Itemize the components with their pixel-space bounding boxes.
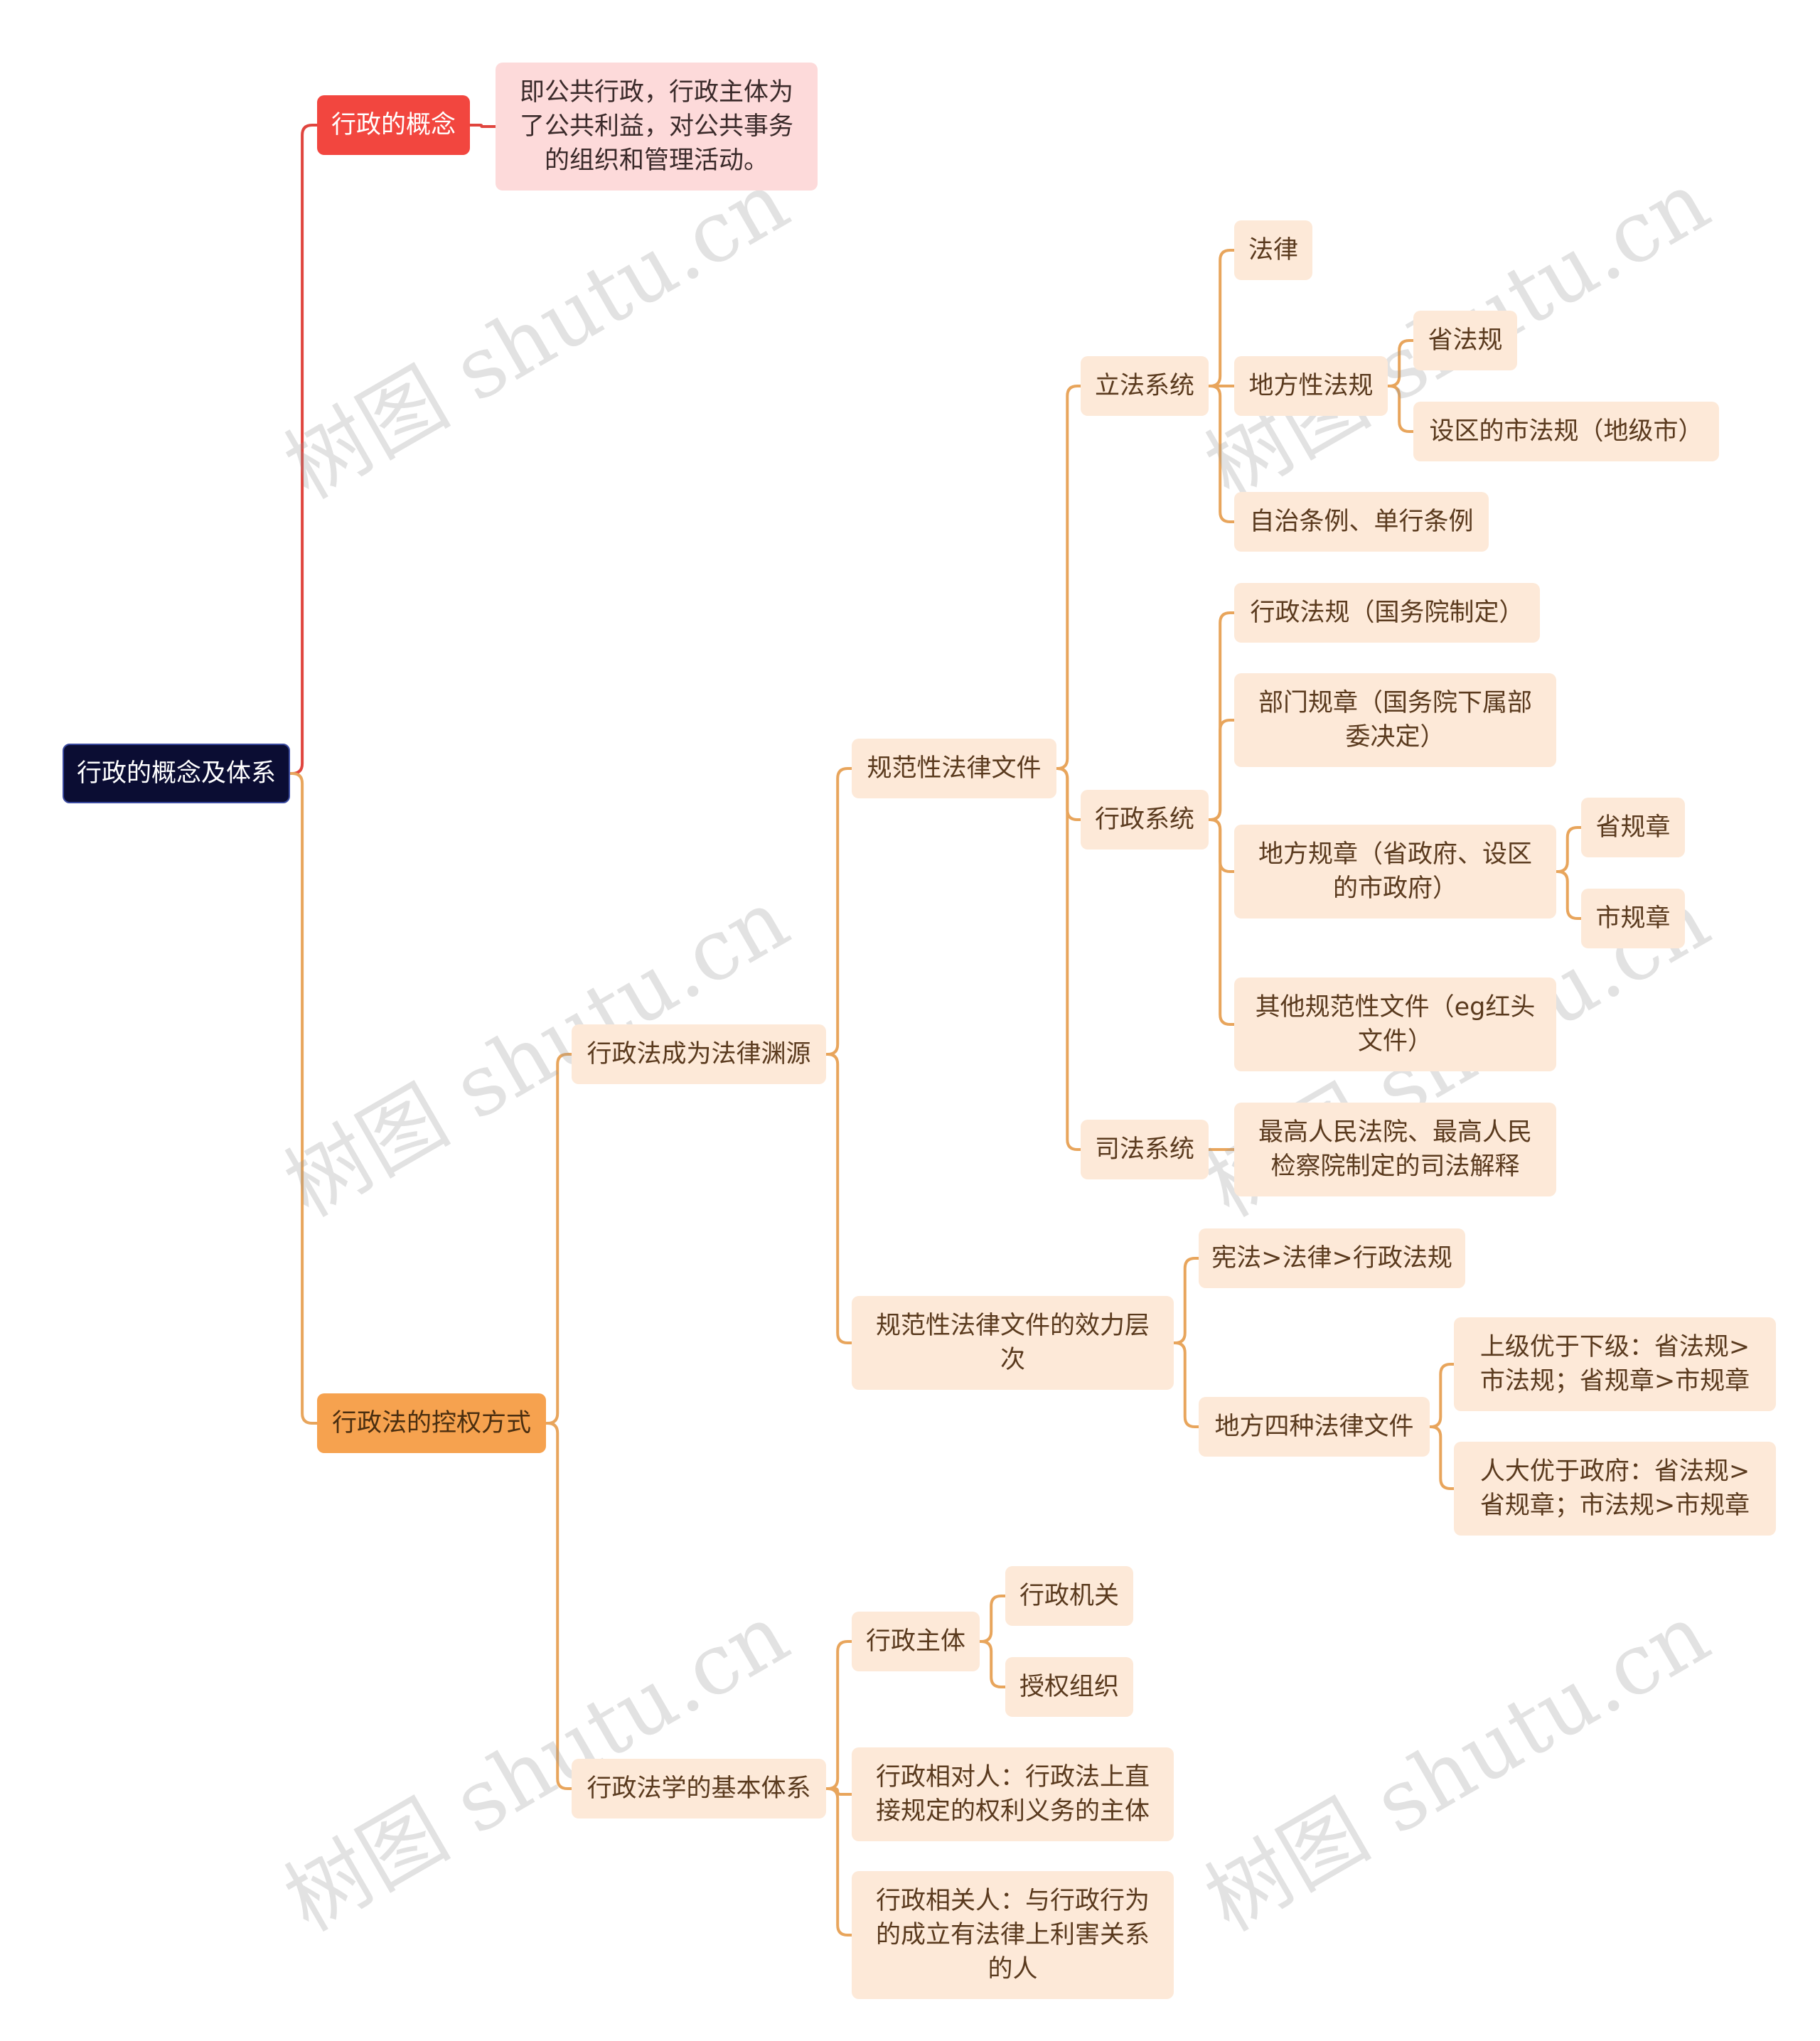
judicial-interp-node[interactable]: 最高人民法院、最高人民 检察院制定的司法解释 bbox=[1234, 1103, 1556, 1196]
system-node[interactable]: 行政法学的基本体系 bbox=[572, 1759, 826, 1818]
subject-node[interactable]: 行政主体 bbox=[852, 1612, 980, 1671]
city-regulation-node[interactable]: 设区的市法规（地级市） bbox=[1413, 402, 1719, 461]
judicial-node[interactable]: 司法系统 bbox=[1081, 1120, 1209, 1179]
connector-administrative-node-to-other-docs-node bbox=[1209, 818, 1234, 1026]
control-node[interactable]: 行政法的控权方式 bbox=[317, 1393, 546, 1453]
concept-node[interactable]: 行政的概念 bbox=[317, 95, 470, 155]
connector-system-node-to-subject-node bbox=[826, 1640, 852, 1790]
legislative-node[interactable]: 立法系统 bbox=[1081, 356, 1209, 416]
administrative-node[interactable]: 行政系统 bbox=[1081, 790, 1209, 850]
connector-subject-node-to-organ-node bbox=[980, 1595, 1005, 1643]
connector-control-node-to-source-node bbox=[546, 1053, 572, 1425]
connector-legislative-node-to-autonomy-node bbox=[1209, 385, 1234, 523]
effect-node[interactable]: 规范性法律文件的效力层 次 bbox=[852, 1296, 1174, 1390]
local-regulation-node[interactable]: 地方性法规 bbox=[1234, 356, 1388, 416]
connector-system-node-to-related-node bbox=[826, 1787, 852, 1936]
authorized-node[interactable]: 授权组织 bbox=[1005, 1657, 1133, 1717]
connector-local-rule-node-to-city-rule-node bbox=[1556, 870, 1581, 920]
connector-legislative-node-to-law-node bbox=[1209, 249, 1234, 387]
connector-system-node-to-counterpart-node bbox=[826, 1787, 852, 1796]
law-node[interactable]: 法律 bbox=[1234, 220, 1312, 280]
connector-effect-node-to-local-four-node bbox=[1174, 1341, 1199, 1428]
counterpart-node[interactable]: 行政相对人：行政法上直 接规定的权利义务的主体 bbox=[852, 1747, 1174, 1841]
connector-normative-node-to-judicial-node bbox=[1056, 767, 1081, 1151]
local-four-node[interactable]: 地方四种法律文件 bbox=[1199, 1397, 1430, 1457]
province-regulation-node[interactable]: 省法规 bbox=[1413, 311, 1517, 370]
connector-control-node-to-system-node bbox=[546, 1422, 572, 1790]
organ-node[interactable]: 行政机关 bbox=[1005, 1566, 1133, 1626]
autonomy-node[interactable]: 自治条例、单行条例 bbox=[1234, 492, 1489, 552]
connector-local-four-node-to-superior-node bbox=[1430, 1363, 1454, 1428]
connector-source-node-to-normative-node bbox=[826, 767, 852, 1056]
connector-concept-node-to-definition-node bbox=[470, 124, 496, 128]
hierarchy-node[interactable]: 宪法>法律>行政法规 bbox=[1199, 1228, 1465, 1288]
connector-subject-node-to-authorized-node bbox=[980, 1640, 1005, 1688]
connector-local-regulation-node-to-city-regulation-node bbox=[1388, 385, 1413, 433]
definition-node[interactable]: 即公共行政，行政主体为 了公共利益，对公共事务 的组织和管理活动。 bbox=[496, 63, 818, 191]
source-node[interactable]: 行政法成为法律渊源 bbox=[572, 1024, 826, 1084]
connector-normative-node-to-legislative-node bbox=[1056, 385, 1081, 770]
related-node[interactable]: 行政相关人：与行政行为 的成立有法律上利害关系 的人 bbox=[852, 1871, 1174, 1999]
connector-root-node-to-concept-node bbox=[290, 124, 317, 775]
connector-source-node-to-effect-node bbox=[826, 1053, 852, 1344]
local-rule-node[interactable]: 地方规章（省政府、设区 的市政府） bbox=[1234, 825, 1556, 918]
connector-root-node-to-control-node bbox=[290, 772, 317, 1425]
admin-regulation-node[interactable]: 行政法规（国务院制定） bbox=[1234, 583, 1540, 643]
province-rule-node[interactable]: 省规章 bbox=[1581, 798, 1685, 857]
superior-node[interactable]: 上级优于下级：省法规> 市法规；省规章>市规章 bbox=[1454, 1317, 1776, 1411]
connector-local-rule-node-to-province-rule-node bbox=[1556, 826, 1581, 873]
connector-effect-node-to-hierarchy-node bbox=[1174, 1257, 1199, 1344]
other-docs-node[interactable]: 其他规范性文件（eg红头 文件） bbox=[1234, 977, 1556, 1071]
city-rule-node[interactable]: 市规章 bbox=[1581, 889, 1685, 948]
normative-node[interactable]: 规范性法律文件 bbox=[852, 739, 1056, 798]
dept-rule-node[interactable]: 部门规章（国务院下属部 委决定） bbox=[1234, 673, 1556, 767]
connector-administrative-node-to-dept-rule-node bbox=[1209, 719, 1234, 821]
connector-local-regulation-node-to-province-regulation-node bbox=[1388, 339, 1413, 387]
root-node[interactable]: 行政的概念及体系 bbox=[63, 744, 290, 803]
congress-node[interactable]: 人大优于政府：省法规> 省规章；市法规>市规章 bbox=[1454, 1442, 1776, 1536]
connector-local-four-node-to-congress-node bbox=[1430, 1425, 1454, 1490]
